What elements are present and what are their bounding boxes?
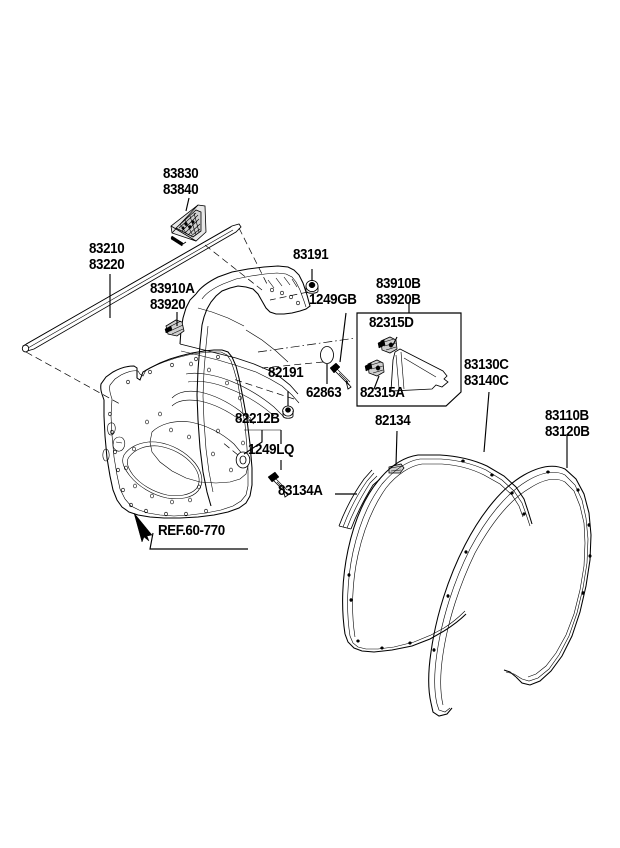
cap-62863-part [320,346,334,364]
label-run-channel-front: 83910A 83920 [150,281,195,313]
screw-1249LQ-part [267,471,289,498]
label-line-1: 83110B [545,408,589,424]
label-line-2: 83920B [376,292,421,308]
label-body-weatherstrip: 83110B 83120B [545,408,590,440]
screw-1249GB-part [329,362,352,390]
label-belt-outside-moulding: 83210 83220 [89,241,125,273]
label-line-2: 83840 [163,182,199,198]
reference-note: REF.60-770 [158,523,225,539]
clip-82315A-part [364,359,385,377]
label-line-2: 83920 [150,297,186,313]
label-clip-83191: 83191 [293,247,329,263]
projection-lines [25,227,269,405]
leader-lines [109,197,568,550]
label-rear-door-garnish: 83830 83840 [163,166,199,198]
label-line-2: 83140C [464,373,509,389]
label-line-2: 83220 [89,257,125,273]
belt-outside-moulding-part [21,223,242,353]
label-line-1: 83130C [464,357,509,373]
label-screw-1249LQ: 1249LQ [248,442,294,458]
label-screw-1249GB: 1249GB [309,292,357,308]
rear-door-panel-assembly [100,265,311,519]
label-line-1: 83830 [163,166,199,182]
label-run-channel-rear: 83910B 83920B [376,276,421,308]
label-line-2: 83120B [545,424,590,440]
delta-cover-detail-box [356,312,462,407]
label-grommet-82212B: 82212B [235,411,280,427]
projection-82212B [221,441,239,456]
delta-cover-clip-82134 [388,463,405,474]
clip-82315D-part [377,336,398,354]
rear-door-garnish-part [170,204,207,247]
weatherstrip-83134A-part [338,469,381,530]
label-clip-82315A: 82315A [360,385,405,401]
label-door-weatherstrip-upper: 83130C 83140C [464,357,509,389]
grommet-82212B-part [235,451,251,469]
label-delta-cover-82134: 82134 [375,413,411,429]
door-weatherstrip-loop [342,454,533,653]
label-weatherstrip-83134A: 83134A [278,483,323,499]
label-line-1: 83210 [89,241,125,257]
run-channel-front-clip [164,319,185,337]
plug-82191-part [282,405,294,419]
label-clip-82315D: 82315D [369,315,414,331]
label-line-1: 83910B [376,276,421,292]
delta-cover-body [390,348,449,392]
projection-83191 [269,291,309,301]
body-side-weatherstrip-loop [428,465,592,717]
label-cap-62863: 62863 [306,385,342,401]
label-plug-82191: 82191 [268,365,304,381]
label-line-1: 83910A [150,281,195,297]
